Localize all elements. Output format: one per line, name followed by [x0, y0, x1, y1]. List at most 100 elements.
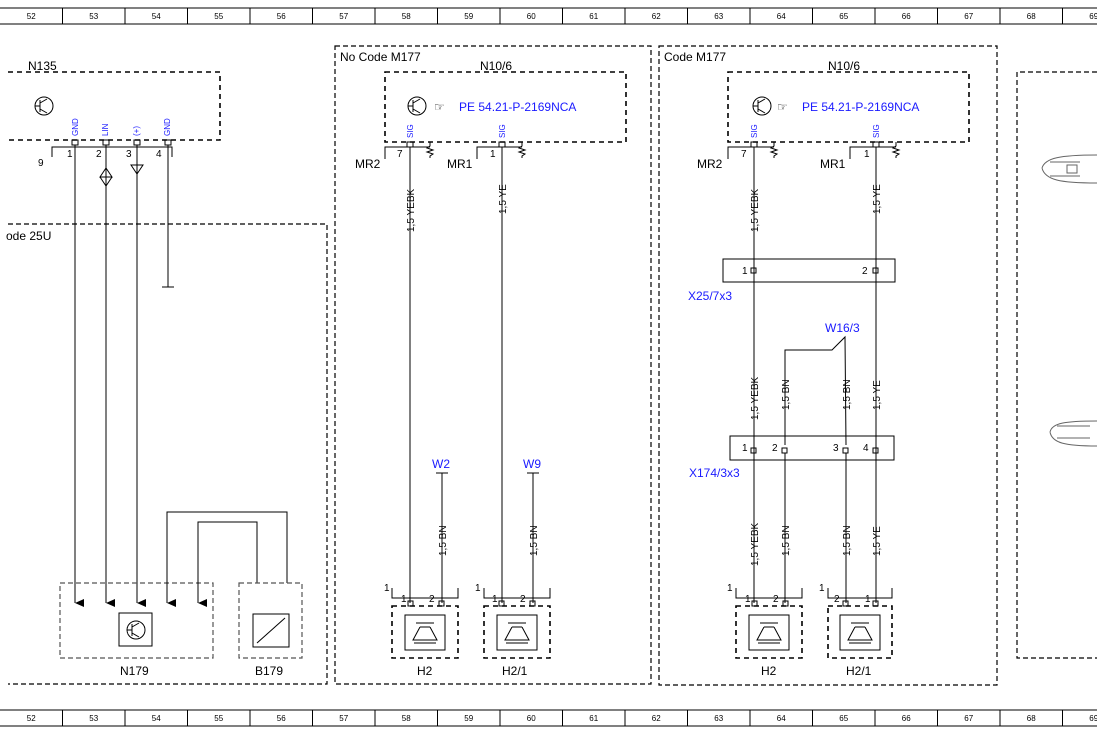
n10-right-ref-link[interactable]: PE 54.21-P-2169NCA: [802, 100, 919, 114]
x174-pin3: 3: [833, 443, 839, 454]
x25-pin1: 1: [742, 266, 748, 277]
wire-label-yebk-mid: 1,5 YEBK: [750, 376, 761, 420]
n135-pin2-sig: LIN: [101, 123, 110, 136]
grid-column-label: 67: [964, 12, 973, 21]
n135-title: N135: [28, 59, 57, 73]
wire-label-bn-mid1: 1,5 BN: [781, 379, 792, 410]
n10-left-title: N10/6: [480, 59, 512, 73]
n135-module: N135 GND LIN (+) GND 9 1 2 3 4: [8, 59, 221, 607]
horn-h2-right-p1: 1: [745, 594, 751, 605]
horn-h21-left-p1: 1: [492, 594, 498, 605]
grid-column-label: 63: [714, 714, 723, 723]
wire-label-bn-w2: 1,5 BN: [438, 525, 449, 556]
horn-h21-right-title: H2/1: [846, 664, 872, 678]
n135-pin1-sig: GND: [71, 118, 80, 136]
ground-w2: W2 1,5 BN: [432, 457, 450, 603]
n10-6-module-left: N10/6 ☞ PE 54.21-P-2169NCA SIG SIG 7 1 M…: [355, 59, 627, 603]
grid-column-label: 59: [464, 12, 473, 21]
grid-column-label: 68: [1027, 12, 1036, 21]
zone-code-label: Code M177: [664, 50, 726, 64]
grid-column-label: 53: [89, 12, 98, 21]
wire-label-ye-top: 1,5 YE: [872, 184, 883, 214]
x174-pin1: 1: [742, 443, 748, 454]
ground-w16-3: W16/3 1,5 YEBK 1,5 BN 1,5 BN 1,5 YE: [750, 321, 883, 446]
horn-h21-right-p2: 1: [865, 594, 871, 605]
wire-label-ye-bot: 1,5 YE: [872, 526, 883, 556]
n10-left-ref-link[interactable]: PE 54.21-P-2169NCA: [459, 100, 576, 114]
grid-column-label: 54: [152, 12, 161, 21]
grid-column-label: 55: [214, 12, 223, 21]
x25-link[interactable]: X25/7x3: [688, 289, 732, 303]
wire-label-ye-mid: 1,5 YE: [872, 380, 883, 410]
horn-h2-left-p2: 2: [429, 594, 435, 605]
n10-left-pin-b-sig: SIG: [498, 124, 507, 138]
grid-column-label: 65: [839, 12, 848, 21]
connector-x174-3x3: 1 2 3 4 X174/3x3 1,5 YEBK 1,5 BN 1,5 BN …: [689, 435, 895, 603]
ground-w2-link[interactable]: W2: [432, 457, 450, 471]
grid-column-label: 69: [1089, 12, 1097, 21]
grid-column-label: 56: [277, 714, 286, 723]
grid-column-label: 66: [902, 714, 911, 723]
transistor-icon: [34, 96, 54, 116]
x25-pin2: 2: [862, 266, 868, 277]
vehicle-location-icon: [1049, 420, 1097, 447]
horn-h2-1-left: 1 1 2 H2/1: [475, 583, 551, 678]
grid-column-label: 53: [89, 714, 98, 723]
grid-column-label: 52: [27, 12, 36, 21]
wire-label-yebk-top: 1,5 YEBK: [750, 188, 761, 232]
n10-right-pin-a-sig: SIG: [750, 124, 759, 138]
grid-column-label: 55: [214, 714, 223, 723]
grid-column-label: 61: [589, 714, 598, 723]
transistor-icon: [407, 96, 427, 116]
grid-column-label: 67: [964, 714, 973, 723]
transistor-icon: [126, 620, 146, 640]
grid-column-label: 60: [527, 714, 536, 723]
grid-column-label: 58: [402, 714, 411, 723]
x174-link[interactable]: X174/3x3: [689, 466, 740, 480]
x174-pin4: 4: [863, 443, 869, 454]
horn-h2-right: 1 1 2 H2: [727, 583, 803, 678]
horn-h21-left-p2: 2: [520, 594, 526, 605]
horn-h2-1-right: 1 2 1 H2/1: [819, 583, 893, 678]
grid-column-label: 64: [777, 714, 786, 723]
n10-right-pin-a-name: MR2: [697, 157, 723, 171]
grid-column-label: 66: [902, 12, 911, 21]
horn-h2-left-p1: 1: [401, 594, 407, 605]
n135-pin4-num: 4: [156, 149, 162, 160]
grid-column-label: 64: [777, 12, 786, 21]
grid-column-label: 52: [27, 714, 36, 723]
grid-column-label: 68: [1027, 714, 1036, 723]
n179-title: N179: [120, 664, 149, 678]
n10-6-module-right: N10/6 ☞ PE 54.21-P-2169NCA SIG SIG 7 1 M…: [697, 59, 970, 603]
horn-h2-right-pinref: 1: [727, 583, 733, 594]
horn-h2-right-title: H2: [761, 664, 777, 678]
n179-module: N179: [59, 511, 288, 678]
grid-column-label: 54: [152, 714, 161, 723]
grid-column-label: 69: [1089, 714, 1097, 723]
n135-pin3-sig: (+): [132, 126, 141, 136]
wire-label-bn-w9: 1,5 BN: [529, 525, 540, 556]
grid-column-label: 63: [714, 12, 723, 21]
n10-right-pin-b-name: MR1: [820, 157, 846, 171]
n10-right-pin-b-num: 1: [864, 149, 870, 160]
b179-sensor: B179: [238, 582, 303, 678]
n135-pin2-num: 2: [96, 149, 102, 160]
transistor-icon: [752, 96, 772, 116]
zone-code-25u-label: ode 25U: [6, 229, 51, 243]
w16-link[interactable]: W16/3: [825, 321, 860, 335]
n135-pin-row-label: 9: [38, 158, 44, 169]
reference-hand-icon: ☞: [434, 100, 445, 114]
grid-column-label: 57: [339, 12, 348, 21]
wire-label-bn-bot2: 1,5 BN: [842, 525, 853, 556]
ground-w9-link[interactable]: W9: [523, 457, 541, 471]
horn-h2-left: 1 1 2 H2: [384, 583, 459, 678]
grid-column-label: 59: [464, 714, 473, 723]
n10-right-pin-a-num: 7: [741, 149, 747, 160]
b179-title: B179: [255, 664, 283, 678]
zone-no-code-label: No Code M177: [340, 50, 421, 64]
vehicle-location-icon: [1041, 154, 1097, 184]
reference-hand-icon: ☞: [777, 100, 788, 114]
ground-w9: W9 1,5 BN: [523, 457, 541, 603]
connector-x25-7x3: 1 2 X25/7x3: [688, 258, 896, 303]
